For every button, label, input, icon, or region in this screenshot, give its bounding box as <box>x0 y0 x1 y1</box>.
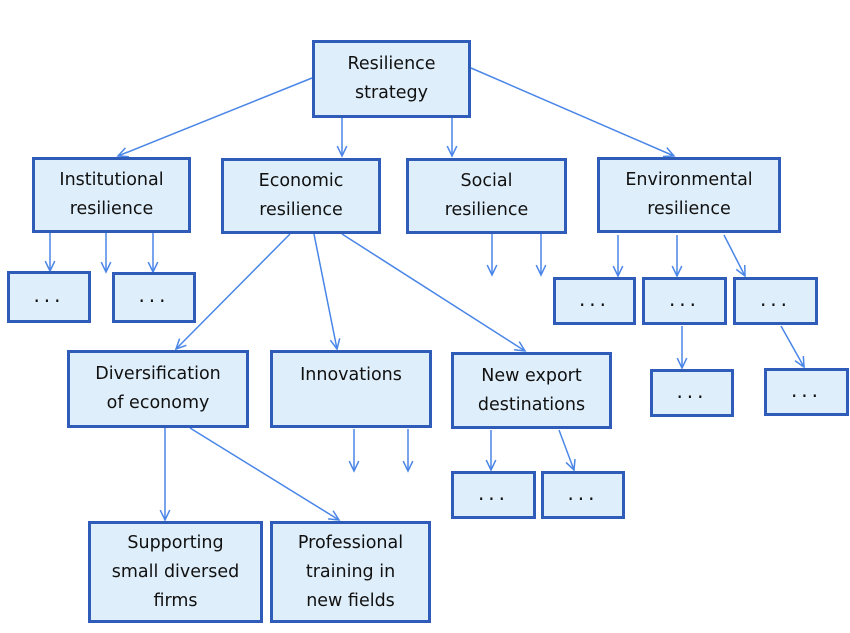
node-label: ... <box>567 480 599 505</box>
connector-arrow <box>402 429 414 473</box>
node-label: small diversed <box>111 561 240 582</box>
arrowhead-icon <box>336 145 348 158</box>
node-environmental-sub-2-child: ... <box>650 369 734 417</box>
node-label: destinations <box>477 394 586 415</box>
node-label: Professional <box>297 532 404 553</box>
connector-arrow <box>671 235 683 278</box>
node-label: Institutional <box>59 170 164 190</box>
connector-arrow <box>313 233 341 351</box>
connector-arrow <box>336 117 348 158</box>
node-label: Resilience <box>347 54 436 74</box>
node-label: ... <box>676 378 708 403</box>
connector-arrow <box>485 430 497 472</box>
node-label: ... <box>759 286 792 311</box>
arrowhead-icon <box>100 261 112 274</box>
connector-arrow <box>446 117 458 158</box>
node-label: Diversification <box>95 364 221 384</box>
connector-arrow <box>174 233 291 351</box>
connector-arrow <box>44 233 56 273</box>
node-label: ... <box>138 283 170 307</box>
node-social-resilience: Social resilience <box>406 158 567 234</box>
node-institutional-resilience: Institutional resilience <box>32 157 191 233</box>
node-export-sub-2: ... <box>541 471 625 519</box>
connector-arrow <box>159 428 171 522</box>
arrowhead-icon <box>676 357 688 370</box>
node-diversification-of-economy: Diversification of economy <box>67 350 249 428</box>
arrowhead-icon <box>513 341 527 352</box>
node-environmental-sub-3-child: ... <box>764 368 849 416</box>
node-label: of economy <box>106 393 210 413</box>
node-label: Social <box>460 171 513 191</box>
node-institutional-sub-1: ... <box>7 271 91 323</box>
arrowhead-icon <box>485 459 497 472</box>
node-label: Environmental <box>625 170 753 190</box>
node-label: resilience <box>69 199 154 219</box>
node-label: Supporting <box>127 532 224 553</box>
node-label: ... <box>790 377 823 402</box>
arrowhead-icon <box>348 460 360 473</box>
arrowhead-icon <box>794 355 805 369</box>
node-label: Economic <box>258 171 344 191</box>
connector-arrow <box>558 429 576 472</box>
arrowhead-icon <box>327 510 341 521</box>
arrowhead-icon <box>735 264 746 278</box>
connector-arrow <box>676 326 688 370</box>
arrowhead-icon <box>446 145 458 158</box>
arrowhead-icon <box>486 264 498 277</box>
node-label: ... <box>33 282 65 307</box>
node-new-export-destinations: New export destinations <box>451 352 612 429</box>
arrowhead-icon <box>612 265 624 278</box>
arrowhead-icon <box>116 147 130 158</box>
connector-arrow <box>470 67 676 158</box>
node-label: resilience <box>444 200 529 220</box>
arrowhead-icon <box>159 509 171 522</box>
connector-arrow <box>535 234 547 277</box>
node-label: new fields <box>306 590 395 611</box>
connector-arrow <box>612 235 624 278</box>
node-resilience-strategy: Resilience strategy <box>312 40 471 118</box>
node-institutional-sub-2: ... <box>112 272 196 323</box>
node-professional-training-in-new-fields: Professional training in new fields <box>270 521 431 623</box>
connector-arrow <box>341 233 527 352</box>
connector-arrow <box>189 427 341 521</box>
arrowhead-icon <box>174 338 187 351</box>
arrowhead-icon <box>402 460 414 473</box>
node-label: training in <box>305 561 396 582</box>
node-economic-resilience: Economic resilience <box>221 158 381 234</box>
arrowhead-icon <box>565 458 576 472</box>
node-innovations: Innovations <box>270 350 432 428</box>
connector-arrow <box>723 234 746 278</box>
node-environmental-resilience: Environmental resilience <box>597 157 781 233</box>
node-environmental-sub-3: ... <box>733 277 818 325</box>
node-label: Innovations <box>300 365 402 385</box>
node-label: ... <box>477 480 510 505</box>
node-environmental-sub-2: ... <box>642 277 727 325</box>
node-label: firms <box>153 590 198 611</box>
connector-arrow <box>486 234 498 277</box>
node-export-sub-1: ... <box>451 471 536 519</box>
node-label: resilience <box>647 199 731 219</box>
node-label: strategy <box>355 83 428 103</box>
connector-arrow <box>116 77 313 158</box>
connector-arrow <box>348 429 360 473</box>
arrowhead-icon <box>662 147 676 158</box>
node-label: New export <box>481 365 582 386</box>
arrowhead-icon <box>329 338 341 351</box>
node-label: ... <box>668 286 701 311</box>
arrowhead-icon <box>535 264 547 277</box>
connector-arrow <box>780 325 805 369</box>
node-supporting-small-diversed-firms: Supporting small diversed firms <box>88 521 263 623</box>
connector-arrow <box>100 233 112 274</box>
arrowhead-icon <box>671 265 683 278</box>
node-label: ... <box>578 286 611 311</box>
node-label: resilience <box>259 200 343 220</box>
connector-arrow <box>147 233 159 274</box>
node-environmental-sub-1: ... <box>553 277 636 325</box>
